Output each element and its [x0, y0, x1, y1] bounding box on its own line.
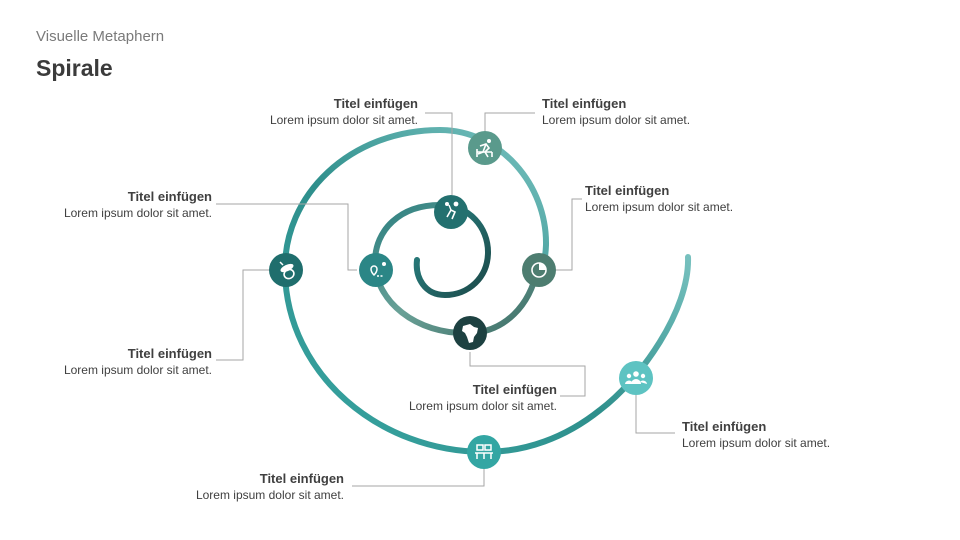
label-title: Titel einfügen: [333, 96, 418, 111]
label-7: Titel einfügen Lorem ipsum dolor sit ame…: [682, 419, 882, 451]
slide-subtitle: Visuelle Metaphern: [36, 28, 165, 45]
route-map-icon: [370, 262, 386, 277]
label-4: Titel einfügen Lorem ipsum dolor sit ame…: [12, 189, 212, 221]
spiral-inner-arc: [413, 202, 492, 299]
label-text: Lorem ipsum dolor sit amet.: [542, 113, 691, 127]
label-title: Titel einfügen: [542, 96, 627, 111]
label-text: Lorem ipsum dolor sit amet.: [63, 206, 212, 220]
runner-hurdle-icon: [476, 139, 493, 158]
label-text: Lorem ipsum dolor sit amet.: [585, 200, 734, 214]
connector-lines: [216, 112, 675, 487]
label-title: Titel einfügen: [585, 183, 670, 198]
node-pie: [522, 253, 556, 287]
slide-title: Spirale: [36, 55, 113, 81]
label-title: Titel einfügen: [127, 189, 212, 204]
label-title: Titel einfügen: [472, 382, 557, 397]
label-5: Titel einfügen Lorem ipsum dolor sit ame…: [12, 346, 212, 378]
node-meeting: [467, 435, 501, 469]
label-6: Titel einfügen Lorem ipsum dolor sit ame…: [357, 382, 557, 414]
label-title: Titel einfügen: [127, 346, 212, 361]
label-3: Titel einfügen Lorem ipsum dolor sit ame…: [585, 183, 785, 215]
node-route: [359, 253, 393, 287]
node-basketball: [434, 195, 468, 229]
label-text: Lorem ipsum dolor sit amet.: [195, 488, 344, 502]
label-text: Lorem ipsum dolor sit amet.: [63, 363, 212, 377]
label-8: Titel einfügen Lorem ipsum dolor sit ame…: [144, 471, 344, 503]
label-1: Titel einfügen Lorem ipsum dolor sit ame…: [218, 96, 418, 128]
node-africa: [453, 316, 487, 350]
pie-chart-icon: [531, 262, 547, 278]
label-title: Titel einfügen: [259, 471, 344, 486]
team-icon: [625, 371, 647, 384]
label-text: Lorem ipsum dolor sit amet.: [408, 399, 557, 413]
node-runner: [468, 131, 502, 165]
label-2: Titel einfügen Lorem ipsum dolor sit ame…: [542, 96, 742, 128]
meeting-icon: [475, 444, 493, 459]
spiral-outer-arc: [281, 126, 692, 456]
label-text: Lorem ipsum dolor sit amet.: [682, 436, 831, 450]
africa-map-icon: [462, 324, 478, 343]
spiral-middle-arc: [371, 202, 540, 337]
node-acorn: [269, 253, 303, 287]
label-text: Lorem ipsum dolor sit amet.: [269, 113, 418, 127]
label-title: Titel einfügen: [682, 419, 767, 434]
acorn-icon: [279, 261, 295, 280]
basketball-player-icon: [445, 201, 459, 220]
node-team: [619, 361, 653, 395]
